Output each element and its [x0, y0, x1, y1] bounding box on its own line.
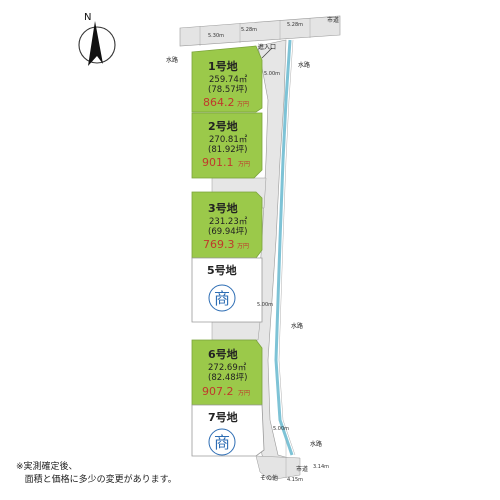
bottom-road — [255, 455, 301, 481]
compass: N — [78, 12, 116, 66]
lot-1-unit: 万円 — [237, 101, 249, 108]
lot-1-title: 1号地 — [208, 59, 238, 73]
lot-3-tsubo: (69.94坪) — [208, 227, 247, 237]
waterway-label-left: 水路 — [166, 56, 178, 64]
entrance-arrow — [261, 47, 273, 59]
lot-3-price: 769.3 — [203, 238, 235, 251]
lot-3-area: 231.23㎡ — [209, 217, 248, 227]
dim-top-1: 5.30m — [208, 33, 224, 39]
lot-6-price: 907.2 — [202, 385, 234, 398]
waterway-channel — [274, 39, 294, 456]
dim-bottom-b: 3.14m — [313, 464, 329, 470]
compass-label: N — [84, 12, 91, 23]
dim-road-lower: 5.00m — [273, 426, 289, 432]
lot-5-badge-ring — [208, 284, 236, 312]
lot-2-shape — [191, 112, 263, 179]
lot-2-area: 270.81㎡ — [209, 135, 248, 145]
dim-bottom-a: 4.15m — [287, 477, 303, 483]
lot-6-unit: 万円 — [238, 390, 250, 397]
disclaimer-note: ※実測確定後、 面積と価格に多少の変更があります。 — [16, 461, 177, 487]
city-road-label-bottom: 市道 — [296, 465, 308, 473]
waterway-label-upper: 水路 — [298, 61, 310, 69]
note-line-2: 面積と価格に多少の変更があります。 — [24, 475, 177, 485]
other-land-label: その他 — [260, 474, 278, 482]
lot-3-title: 3号地 — [208, 201, 238, 215]
lot-3-unit: 万円 — [237, 243, 249, 250]
lot-6-area: 272.69㎡ — [208, 363, 247, 373]
lot-2-unit: 万円 — [238, 161, 250, 168]
dim-top-2: 5.28m — [241, 27, 257, 33]
lot-5-badge: 商 — [214, 289, 230, 308]
lot-2-tsubo: (81.92坪) — [208, 145, 247, 155]
entrance-label: 進入口 — [258, 43, 276, 51]
compass-needle-icon — [88, 21, 103, 66]
city-road-top — [179, 15, 341, 47]
lot-7-badge-ring — [208, 428, 236, 456]
lot-2-price: 901.1 — [202, 156, 234, 169]
lot-1-tsubo: (78.57坪) — [208, 85, 247, 95]
lot-2-title: 2号地 — [208, 119, 238, 133]
lot-1-shape — [191, 45, 263, 113]
lot-7-title: 7号地 — [208, 410, 238, 424]
lot-1-price: 864.2 — [203, 96, 235, 109]
compass-ring — [78, 26, 116, 64]
lot-1-area: 259.74㎡ — [209, 75, 248, 85]
dim-road-mid: 5.00m — [257, 302, 273, 308]
waterway-label-mid: 水路 — [291, 322, 303, 330]
lot-6-title: 6号地 — [208, 347, 238, 361]
lot-5-title: 5号地 — [207, 263, 237, 277]
dim-road-upper: 5.00m — [264, 71, 280, 77]
waterway-label-lower: 水路 — [310, 440, 322, 448]
lot-7-badge: 商 — [214, 433, 230, 452]
access-notch-5 — [211, 321, 261, 341]
dim-top-3: 5.28m — [287, 22, 303, 28]
lot-6-tsubo: (82.48坪) — [208, 373, 247, 383]
note-line-1: ※実測確定後、 — [16, 462, 78, 472]
lot-6-shape — [191, 339, 263, 406]
city-road-label-top: 市道 — [327, 16, 339, 24]
